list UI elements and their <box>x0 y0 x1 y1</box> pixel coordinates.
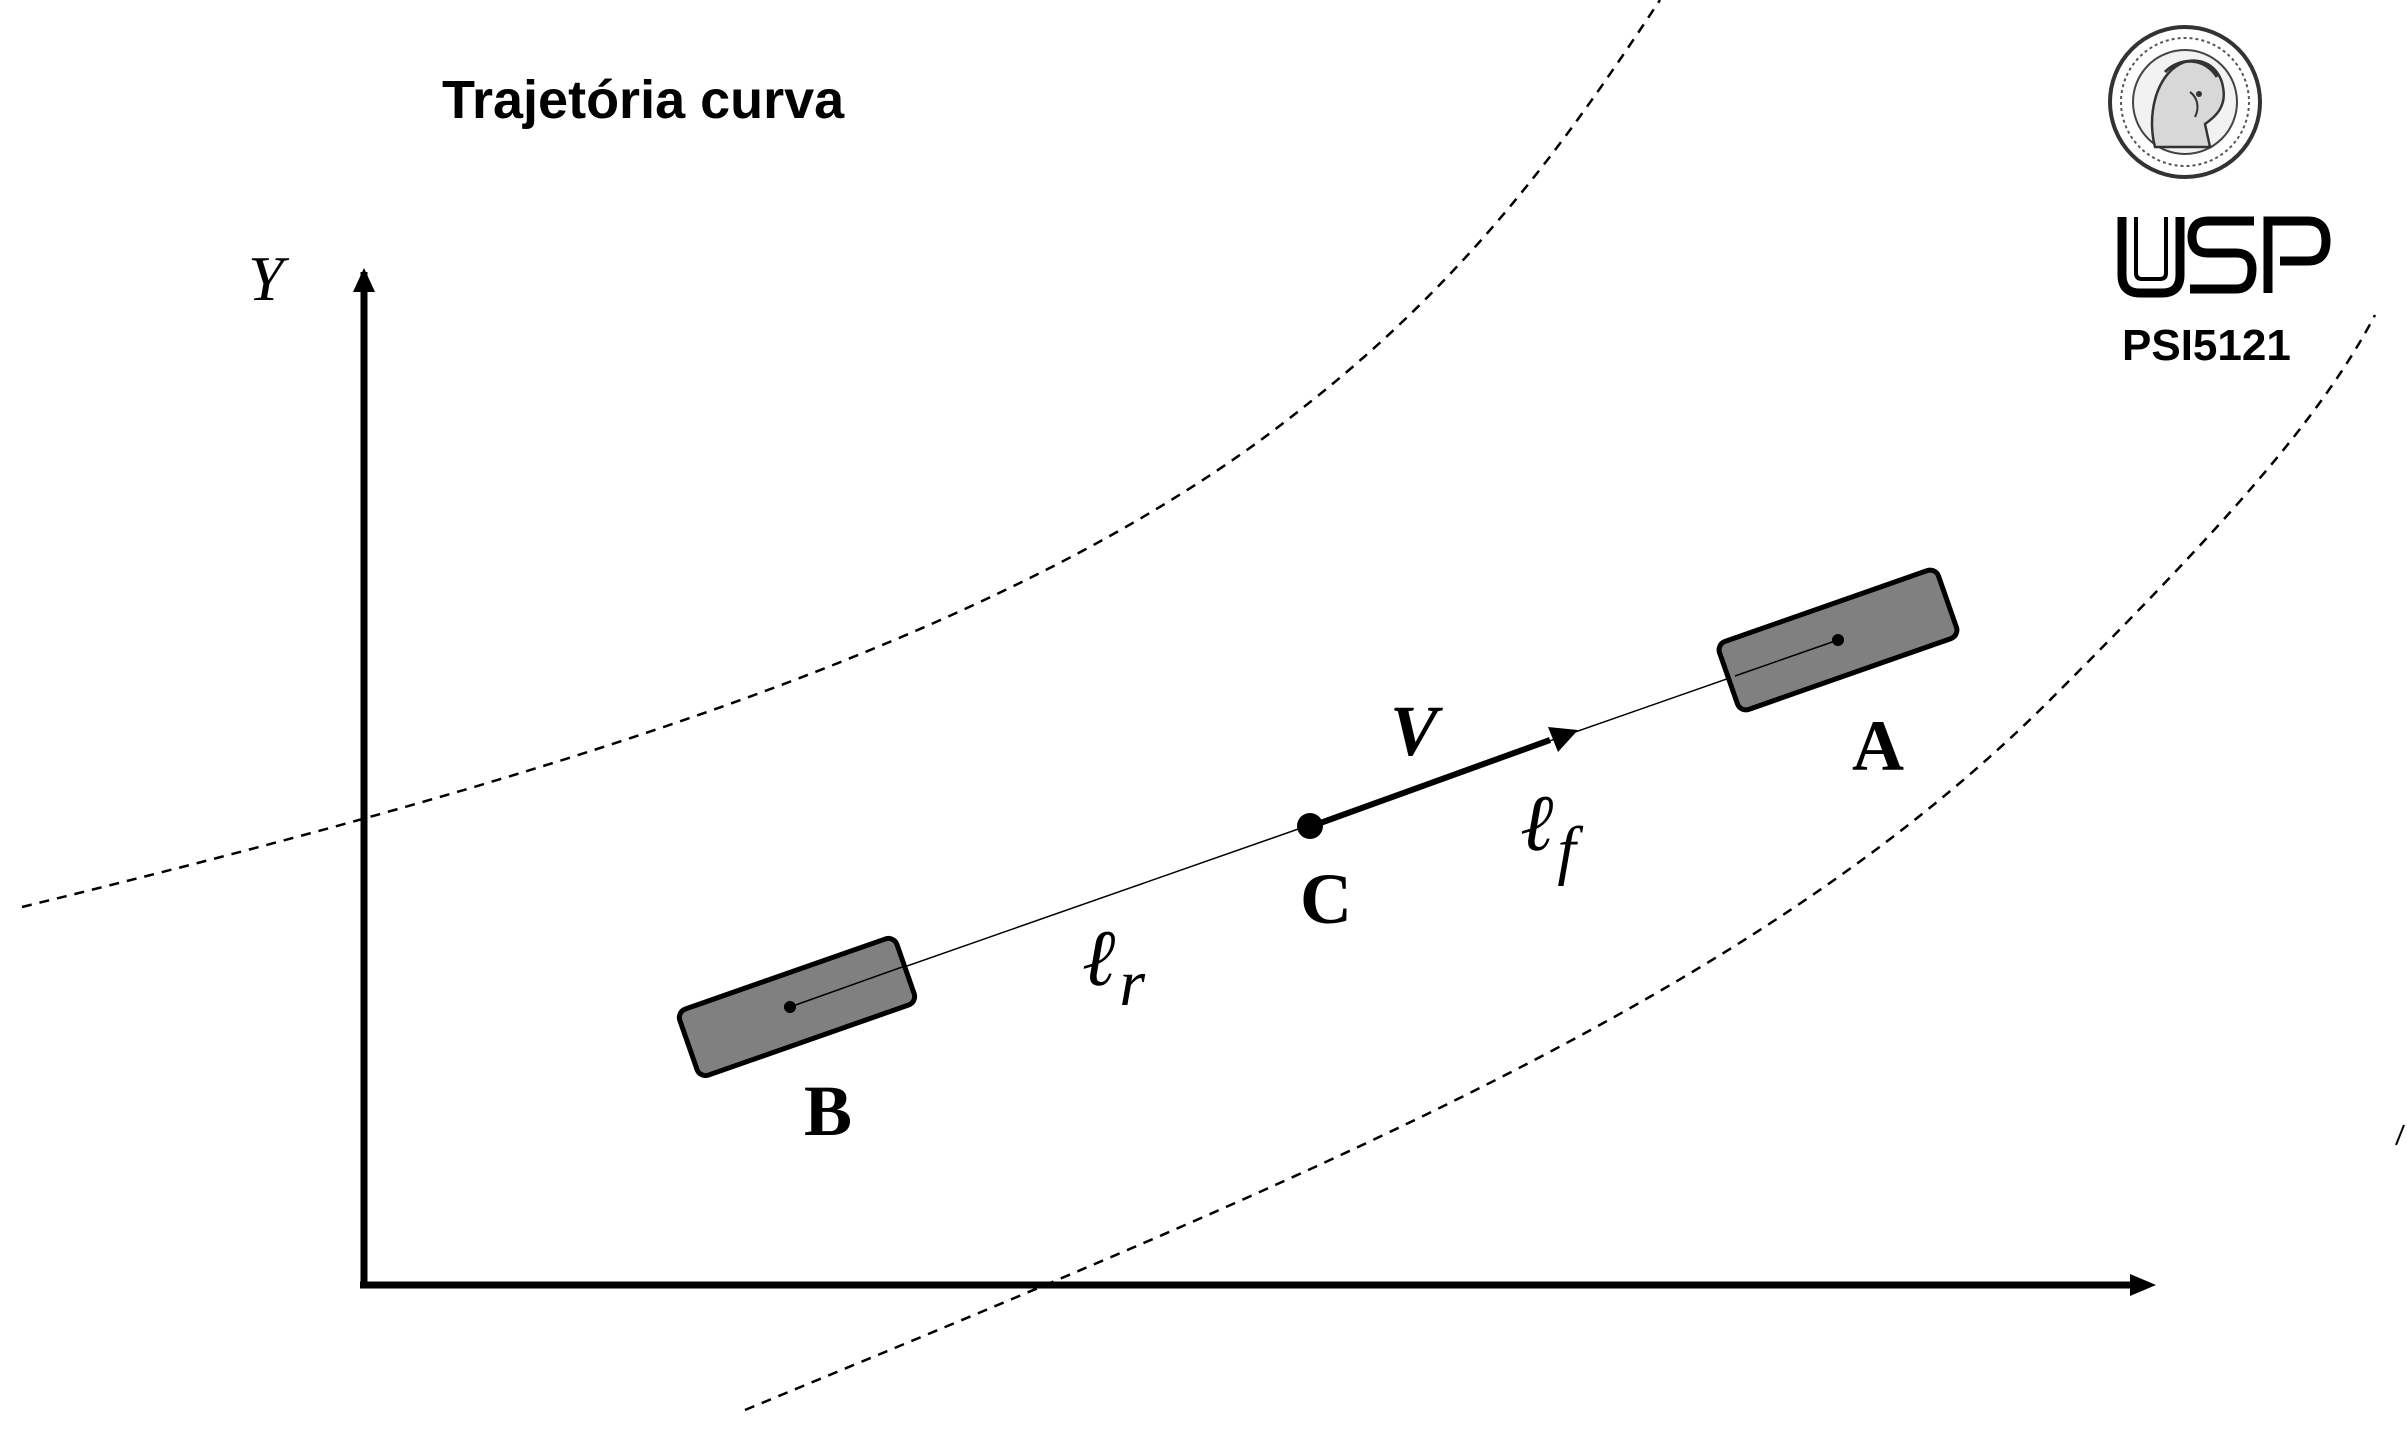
y-axis-label: Y <box>248 243 290 314</box>
velocity-vector <box>1310 737 1552 829</box>
point-label-b: B <box>804 1071 852 1151</box>
page-title: Trajetória curva <box>442 70 845 130</box>
university-seal-icon <box>2108 25 2262 179</box>
y-axis-arrowhead <box>353 268 375 292</box>
road-inner-boundary <box>744 314 2377 1412</box>
front-length-label: ℓf <box>1520 780 1583 887</box>
usp-logo-icon <box>2117 216 2331 298</box>
x-axis-arrowhead <box>2130 1274 2156 1296</box>
edge-mark <box>2395 1124 2405 1146</box>
road-outer-boundary <box>21 0 1662 909</box>
rear-length-label: ℓr <box>1082 915 1145 1020</box>
rear-wheel <box>676 935 918 1079</box>
center-of-mass-point <box>1297 813 1323 839</box>
velocity-arrowhead <box>1548 727 1578 752</box>
course-code: PSI5121 <box>2122 321 2291 370</box>
velocity-label: V <box>1390 691 1443 771</box>
point-label-c: C <box>1300 859 1352 939</box>
point-label-a: A <box>1852 706 1904 786</box>
